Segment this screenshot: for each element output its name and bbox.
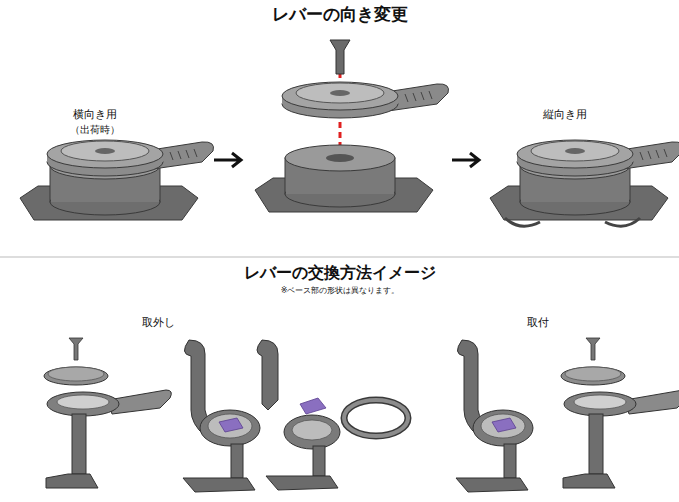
claw <box>505 218 640 226</box>
lever-top <box>282 82 449 118</box>
lever-removed <box>257 340 340 490</box>
note: ※ベース部の形状は異なります。 <box>281 286 400 296</box>
step-arrow <box>452 153 479 167</box>
base <box>255 145 433 212</box>
exploded-view <box>44 338 171 488</box>
exploded-view <box>561 338 679 488</box>
mount-vertical <box>490 140 679 220</box>
section-heading: レバーの交換方法イメージ <box>244 263 436 282</box>
caption-label: 取外し <box>142 316 175 329</box>
screw <box>330 40 350 74</box>
lever-assembly <box>456 340 533 492</box>
caption-label: 横向き用 <box>73 108 117 121</box>
caption-label: （出荷時） <box>70 124 120 136</box>
mount-horizontal <box>20 140 214 220</box>
divider <box>0 257 679 258</box>
lever-assembly <box>183 340 260 492</box>
caption-label: 縦向き用 <box>543 108 587 121</box>
step-arrow <box>214 153 241 167</box>
heading: レバーの向き変更 <box>272 4 408 24</box>
ring <box>344 400 408 436</box>
caption-label: 取付 <box>527 316 549 329</box>
